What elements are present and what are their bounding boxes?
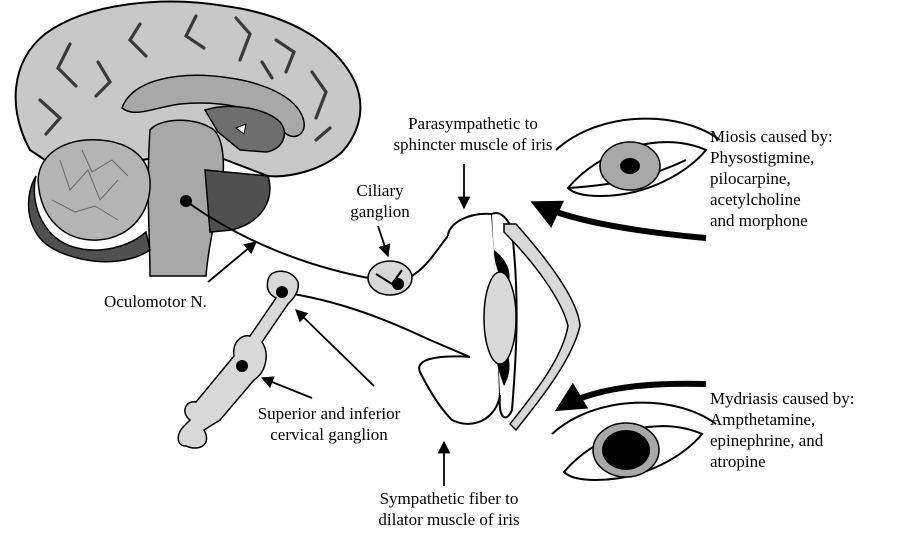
- oculomotor-label: Oculomotor N.: [104, 291, 207, 312]
- miosis-arrow: [536, 204, 706, 238]
- miosis-line-1: Miosis caused by:: [710, 126, 833, 147]
- lens: [484, 272, 516, 364]
- cerebellum: [38, 140, 150, 240]
- miosis-line-4: acetylcholine: [710, 189, 833, 210]
- eye-constricted-icon: [556, 119, 720, 196]
- brain-illustration: [16, 2, 361, 276]
- ciliary-ganglion: [368, 261, 412, 295]
- superior-ganglion-pointer: [296, 310, 374, 386]
- mydriasis-label: Mydriasis caused by: Ampthetamine, epine…: [710, 388, 854, 472]
- inferior-ganglion-dot: [236, 360, 248, 372]
- ciliary-pointer: [378, 226, 388, 256]
- sympathetic-label: Sympathetic fiber to dilator muscle of i…: [364, 488, 534, 530]
- miosis-line-5: and morphone: [710, 210, 833, 231]
- mydriasis-arrow: [560, 384, 706, 408]
- mydriasis-line-4: atropine: [710, 451, 854, 472]
- eye-cross-section: [419, 213, 580, 430]
- mydriasis-line-3: epinephrine, and: [710, 430, 854, 451]
- oculomotor-text: Oculomotor N.: [104, 291, 207, 312]
- cervical-ganglion-label: Superior and inferior cervical ganglion: [234, 403, 424, 445]
- eye-dilated-icon: [552, 403, 716, 480]
- parasympathetic-label: Parasympathetic to sphincter muscle of i…: [368, 113, 578, 155]
- cervical-line-1: Superior and inferior: [234, 403, 424, 424]
- cervical-line-2: cervical ganglion: [234, 424, 424, 445]
- miosis-line-3: pilocarpine,: [710, 168, 833, 189]
- mydriasis-line-1: Mydriasis caused by:: [710, 388, 854, 409]
- superior-ganglion-dot: [276, 286, 288, 298]
- miosis-label: Miosis caused by: Physostigmine, pilocar…: [710, 126, 833, 231]
- sympathetic-line-2: dilator muscle of iris: [364, 509, 534, 530]
- miosis-line-2: Physostigmine,: [710, 147, 833, 168]
- mydriasis-line-2: Ampthetamine,: [710, 409, 854, 430]
- ciliary-line-2: ganglion: [330, 201, 430, 222]
- sympathetic-line-1: Sympathetic fiber to: [364, 488, 534, 509]
- parasympathetic-line-2: sphincter muscle of iris: [368, 134, 578, 155]
- oculomotor-pointer: [208, 242, 256, 282]
- ciliary-line-1: Ciliary: [330, 180, 430, 201]
- parasympathetic-line-1: Parasympathetic to: [368, 113, 578, 134]
- inferior-ganglion-pointer: [262, 378, 312, 398]
- ciliary-ganglion-label: Ciliary ganglion: [330, 180, 430, 222]
- sympathetic-fiber: [280, 292, 470, 357]
